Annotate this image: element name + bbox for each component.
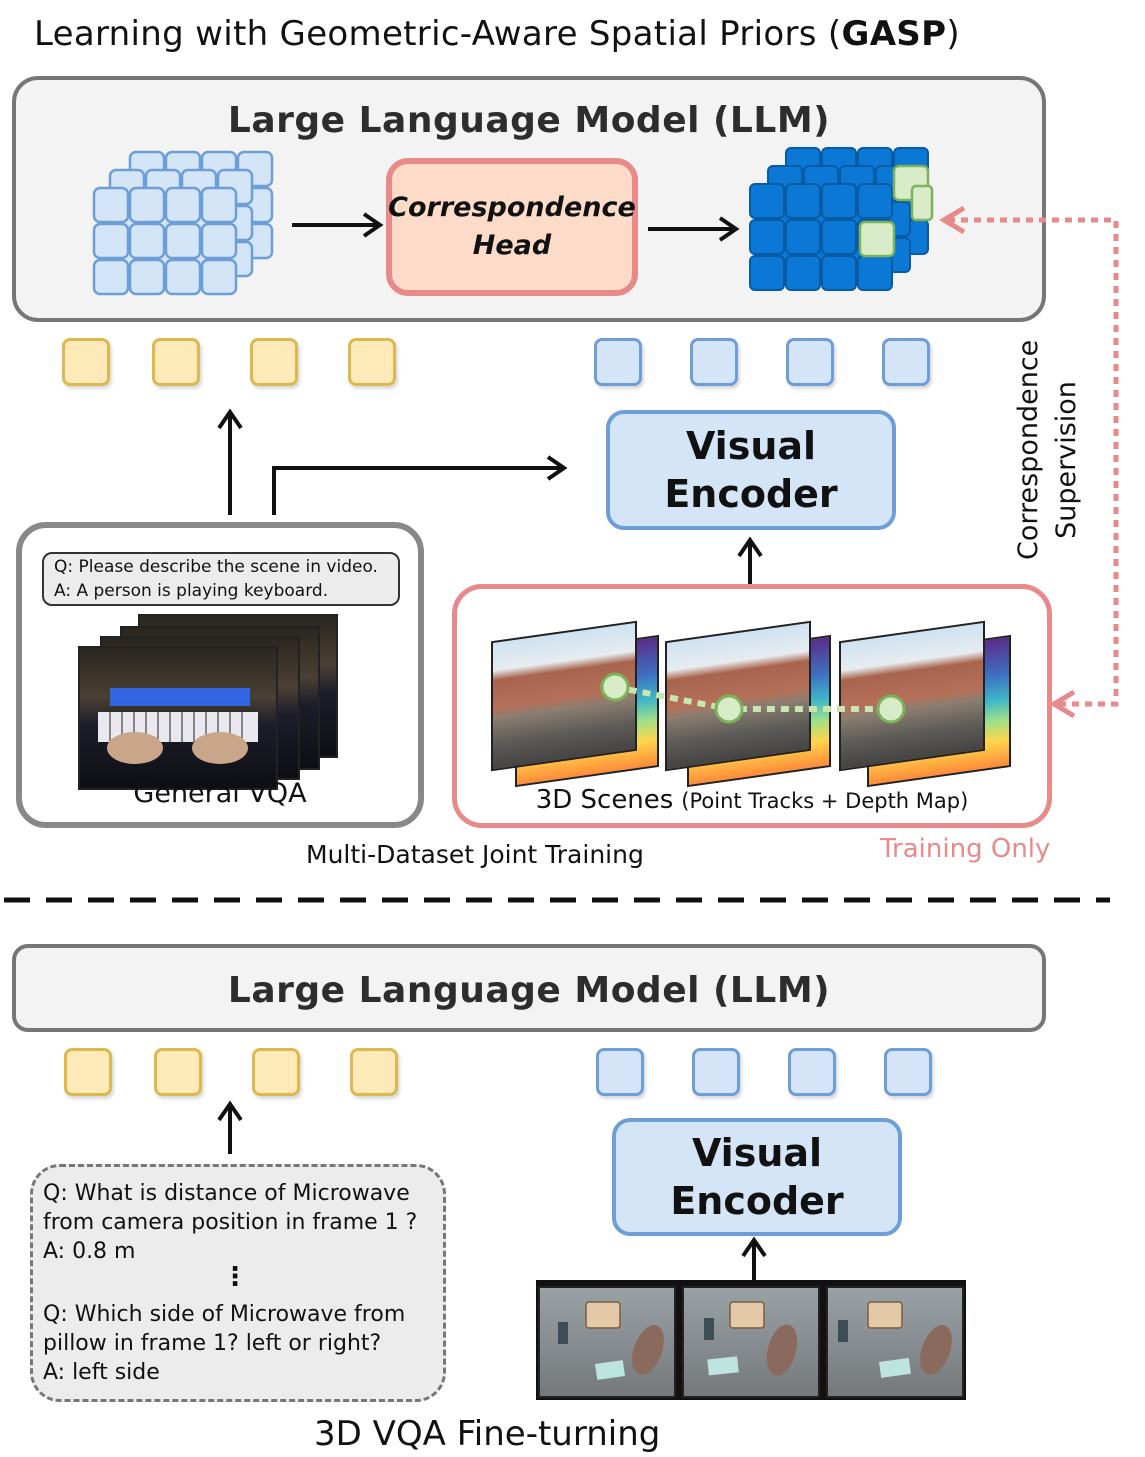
- visual-token-icon: [692, 1048, 740, 1096]
- correspondence-supervision-label: Correspondence Supervision: [1013, 339, 1082, 560]
- visual-encoder-bottom-line2: Encoder: [670, 1179, 844, 1223]
- room-illustration: [704, 1301, 798, 1376]
- room-frame: [682, 1286, 820, 1398]
- diagram-title: Learning with Geometric-Aware Spatial Pr…: [34, 14, 960, 54]
- text-token-icon: [154, 1048, 202, 1096]
- keyboard-video-frame: [78, 646, 278, 790]
- arrow-icon: [292, 212, 384, 238]
- general-vqa-label: General VQA: [133, 778, 307, 809]
- room-illustration: [558, 1301, 664, 1380]
- visual-token-icon: [594, 338, 642, 386]
- scenes-3d-label: 3D Scenes (Point Tracks + Depth Map): [457, 785, 1047, 815]
- correspondence-supervision-arrow: [939, 205, 1119, 719]
- room-frame: [538, 1286, 676, 1398]
- visual-token-icon: [788, 1048, 836, 1096]
- text-token-icon: [64, 1048, 112, 1096]
- joint-training-label: Multi-Dataset Joint Training: [306, 840, 644, 869]
- arrow-icon: [741, 1236, 767, 1284]
- visual-token-icon: [786, 338, 834, 386]
- general-vqa-box: Q: Please describe the scene in video. A…: [16, 522, 424, 828]
- room-illustration: [838, 1301, 952, 1378]
- correspondence-head: Correspondence Head: [386, 158, 638, 296]
- vqa-3d-box: Q: What is distance of Microwave from ca…: [30, 1164, 446, 1402]
- visual-token-icon: [596, 1048, 644, 1096]
- arrow-icon: [217, 408, 568, 515]
- section-divider: [4, 897, 1110, 903]
- keyboard-illustration: [98, 688, 258, 764]
- vqa-3d-q2-line1: Q: Which side of Microwave from: [43, 1302, 406, 1327]
- text-token-icon: [62, 338, 110, 386]
- arrow-icon: [648, 216, 740, 242]
- visual-token-icon: [690, 338, 738, 386]
- text-token-icon: [250, 338, 298, 386]
- scenes-3d-label-detail: (Point Tracks + Depth Map): [681, 789, 969, 813]
- visual-encoder-top: Visual Encoder: [606, 410, 896, 530]
- frame-strip: [536, 1280, 966, 1400]
- general-vqa-question: Q: Please describe the scene in video.: [54, 557, 378, 577]
- vqa-3d-q1-line1: Q: What is distance of Microwave: [43, 1181, 410, 1206]
- top-llm-label: Large Language Model (LLM): [227, 100, 831, 141]
- training-only-label: Training Only: [880, 834, 1051, 864]
- visual-token-icon: [884, 1048, 932, 1096]
- arrow-icon: [217, 1100, 243, 1154]
- vqa-3d-ellipsis: ⋮: [222, 1262, 248, 1292]
- visual-encoder-bottom: Visual Encoder: [612, 1118, 902, 1236]
- vqa-3d-a1: A: 0.8 m: [43, 1239, 136, 1264]
- general-vqa-qa: Q: Please describe the scene in video. A…: [42, 552, 400, 606]
- visual-token-icon: [882, 338, 930, 386]
- text-token-icon: [350, 1048, 398, 1096]
- bottom-llm-box: Large Language Model (LLM): [12, 944, 1046, 1032]
- input-feature-grid-icon: [92, 150, 274, 296]
- visual-encoder-top-line2: Encoder: [664, 472, 838, 516]
- output-feature-grid-icon: [749, 147, 934, 291]
- room-frame: [826, 1286, 964, 1398]
- correspondence-head-line1: Correspondence: [388, 192, 636, 223]
- visual-encoder-top-line1: Visual: [685, 424, 817, 468]
- point-track-icon: [600, 672, 906, 724]
- vqa-3d-q2-line2: pillow in frame 1? left or right?: [43, 1331, 382, 1356]
- text-token-icon: [152, 338, 200, 386]
- vqa-3d-a2: A: left side: [43, 1360, 160, 1385]
- fine-tuning-label: 3D VQA Fine-turning: [314, 1414, 661, 1454]
- scenes-3d-label-main: 3D Scenes: [535, 785, 674, 815]
- general-vqa-answer: A: A person is playing keyboard.: [54, 581, 329, 601]
- vqa-3d-q1-line2: from camera position in frame 1 ?: [43, 1210, 418, 1235]
- bottom-llm-label: Large Language Model (LLM): [227, 970, 831, 1011]
- text-token-icon: [348, 338, 396, 386]
- text-token-icon: [252, 1048, 300, 1096]
- scenes-3d-box: 3D Scenes (Point Tracks + Depth Map): [452, 584, 1052, 828]
- correspondence-head-line2: Head: [472, 230, 552, 261]
- visual-encoder-bottom-line1: Visual: [691, 1131, 823, 1175]
